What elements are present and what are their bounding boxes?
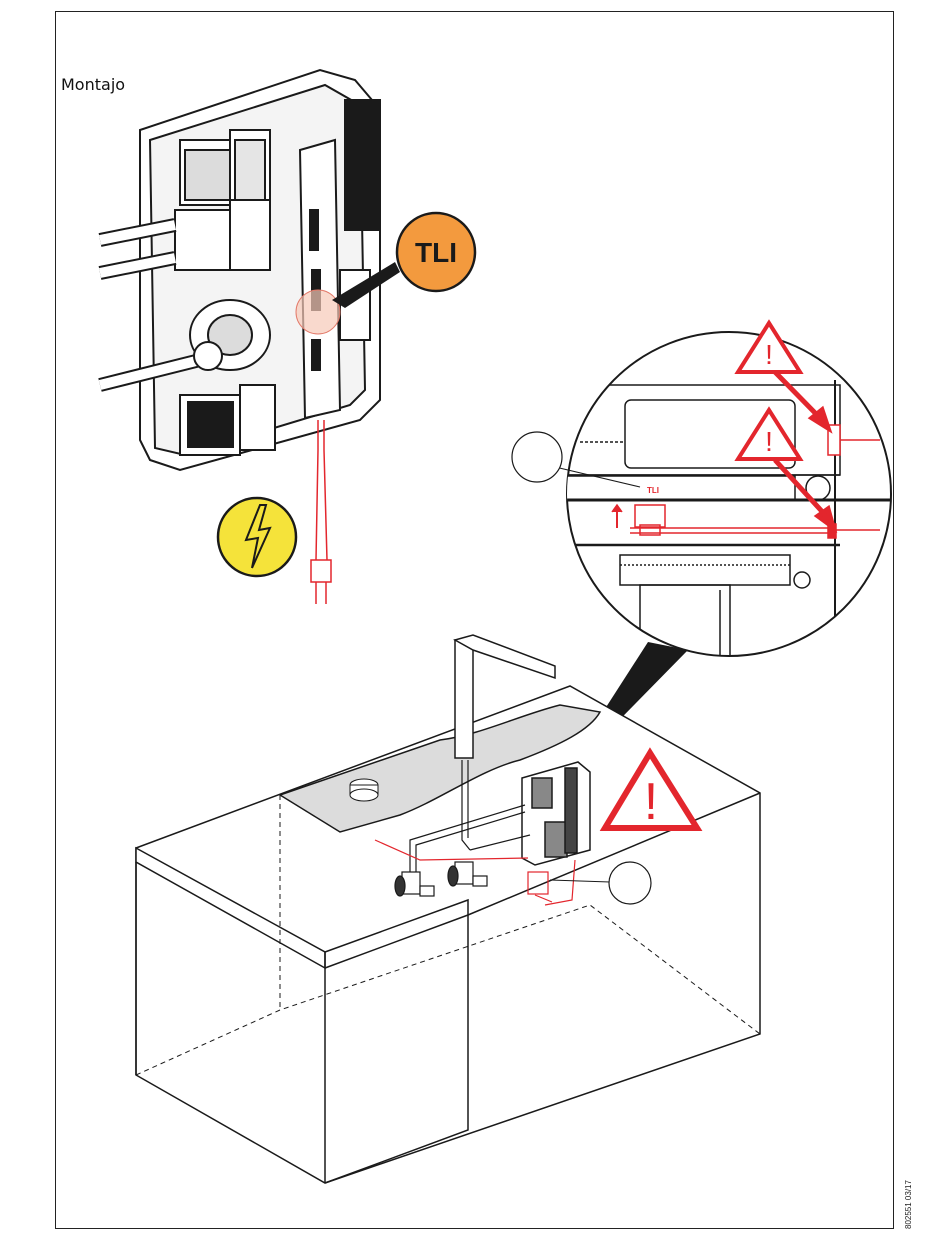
water-heater-device [100,70,380,470]
svg-text:!: ! [765,339,773,370]
tli-badge-label: TLI [415,237,457,268]
counter-knob [350,779,378,801]
power-cable [311,420,331,604]
callout-circle-top [512,432,562,482]
tli-small-label: TLI [647,486,659,495]
electric-hazard-icon [218,498,296,576]
tli-highlight [296,290,340,334]
installed-heater [522,762,590,865]
sink-cabinet [136,686,760,1183]
detail-magnifier: TLI [512,332,891,665]
svg-text:!: ! [765,426,773,457]
callout-circle-bottom [609,862,651,904]
tli-badge: TLI [397,213,475,291]
svg-text:!: ! [644,773,658,831]
